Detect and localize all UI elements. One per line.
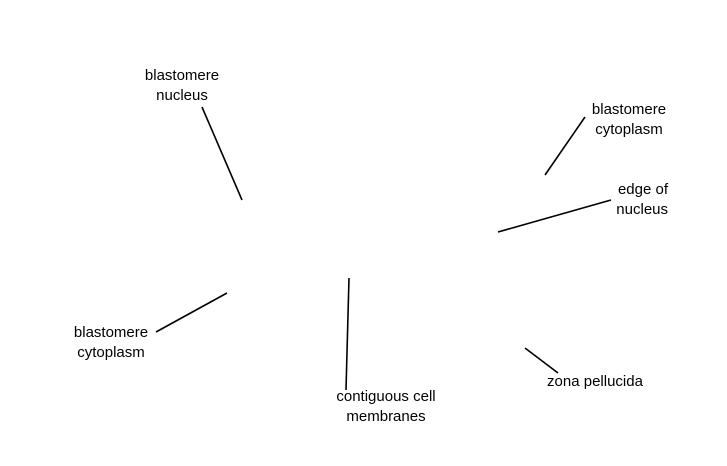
label-line: nucleus [156, 87, 208, 104]
label-line: membranes [346, 408, 426, 425]
label-line: cytoplasm [77, 344, 145, 361]
label-zona-pellucida: zona pellucida [530, 372, 660, 392]
label-line: cytoplasm [595, 121, 663, 138]
label-blastomere-nucleus: blastomere nucleus [132, 66, 232, 106]
label-edge-of-nucleus: edge of nucleus [588, 180, 668, 220]
label-line: edge of [617, 181, 668, 198]
leader-line-edge-of-nucleus [497, 199, 612, 233]
label-line: blastomere [144, 67, 220, 84]
label-line: nucleus [616, 201, 668, 218]
leader-line-blastomere-cytoplasm-right [544, 116, 586, 176]
label-line: zona pellucida [547, 373, 643, 390]
label-line: contiguous cell [336, 388, 436, 405]
label-line: blastomere [591, 101, 667, 118]
label-contiguous-cell-membranes: contiguous cell membranes [316, 387, 456, 427]
label-line: blastomere [73, 324, 149, 341]
leader-line-blastomere-nucleus [201, 106, 243, 201]
leader-line-blastomere-cytoplasm-left [155, 292, 228, 333]
leader-line-contiguous-cell-membranes [345, 277, 350, 391]
label-blastomere-cytoplasm-right: blastomere cytoplasm [579, 100, 679, 140]
label-blastomere-cytoplasm-left: blastomere cytoplasm [61, 323, 161, 363]
leader-line-zona-pellucida [524, 347, 559, 374]
